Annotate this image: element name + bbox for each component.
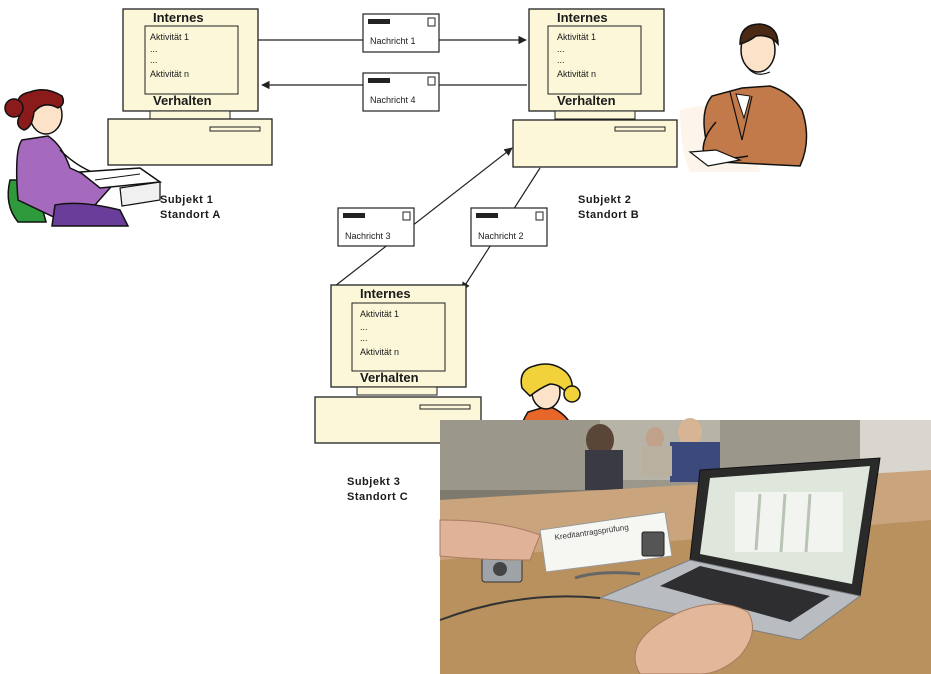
activity-ellipsis: ... [360, 322, 368, 332]
subject-1-title: Subjekt 1 [160, 194, 213, 206]
computer-subject-1: Internes Aktivität 1 ... ... Aktivität n… [107, 8, 273, 166]
activity-ellipsis: ... [557, 55, 565, 65]
person-subject-2-illustration [680, 23, 808, 172]
behavior-label: Verhalten [153, 93, 212, 108]
arrow-msg3 [334, 147, 513, 287]
subject-3-title: Subjekt 3 [347, 476, 400, 488]
message-label: Nachricht 2 [478, 231, 524, 241]
activity-1: Aktivität 1 [557, 32, 596, 42]
activity-ellipsis: ... [557, 44, 565, 54]
internal-label: Internes [360, 286, 411, 301]
activity-n: Aktivität n [150, 69, 189, 79]
subject-3-location: Standort C [347, 491, 408, 503]
message-envelope-1: Nachricht 1 [362, 13, 440, 53]
activity-ellipsis: ... [150, 44, 158, 54]
subject-2-location: Standort B [578, 209, 639, 221]
person-subject-1-illustration [4, 89, 163, 227]
message-envelope-4: Nachricht 4 [362, 72, 440, 112]
message-label: Nachricht 4 [370, 95, 416, 105]
subject-1-location: Standort A [160, 209, 221, 221]
behavior-label: Verhalten [557, 93, 616, 108]
behavior-label: Verhalten [360, 370, 419, 385]
internal-label: Internes [557, 10, 608, 25]
computer-subject-2: Internes Aktivität 1 ... ... Aktivität n… [512, 8, 678, 168]
subject-2-title: Subjekt 2 [578, 194, 631, 206]
activity-n: Aktivität n [360, 347, 399, 357]
activity-n: Aktivität n [557, 69, 596, 79]
message-envelope-3: Nachricht 3 [337, 207, 415, 247]
activity-ellipsis: ... [360, 333, 368, 343]
workshop-photo: Kreditantragsprüfung [439, 418, 931, 674]
activity-ellipsis: ... [150, 55, 158, 65]
message-label: Nachricht 1 [370, 36, 416, 46]
internal-label: Internes [153, 10, 204, 25]
message-label: Nachricht 3 [345, 231, 391, 241]
activity-1: Aktivität 1 [360, 309, 399, 319]
message-envelope-2: Nachricht 2 [470, 207, 548, 247]
computer-subject-3: Internes Aktivität 1 ... ... Aktivität n… [314, 284, 482, 444]
activity-1: Aktivität 1 [150, 32, 189, 42]
